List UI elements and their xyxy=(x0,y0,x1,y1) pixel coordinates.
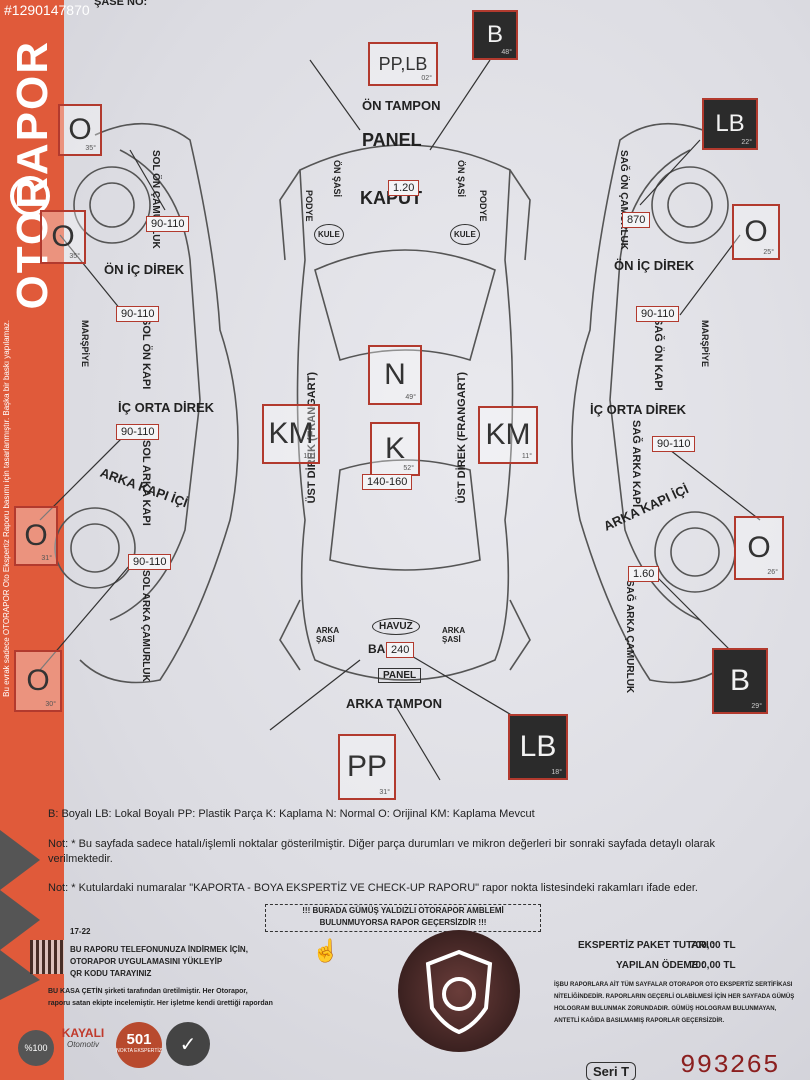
part-panel-rear: PANEL xyxy=(378,668,422,683)
hologram-line-2: BULUNMUYORSA RAPOR GEÇERSİZDİR !!! xyxy=(319,918,487,927)
micron-roof: 140-160 xyxy=(362,474,413,490)
cert-line-2: NİTELİĞİNDEDİR. RAPORLARIN GEÇERLİ OLABİ… xyxy=(554,994,795,1000)
cert-line-1: İŞBU RAPORLARA AİT TÜM SAYFALAR OTORAPOR… xyxy=(554,982,793,988)
micron-rf-door: 90-110 xyxy=(636,306,680,322)
qr-version: 17-22 xyxy=(70,927,91,936)
micron-lr-fender: 90-110 xyxy=(128,554,172,570)
micron-lf-fender: 90-110 xyxy=(146,216,190,232)
badge-501-sub: NOKTA EKSPERTİZ xyxy=(116,1048,162,1054)
paid-value: 700,00 TL xyxy=(690,960,736,971)
legend: B: Boyalı LB: Lokal Boyalı PP: Plastik P… xyxy=(48,808,535,820)
badge-100: %100 xyxy=(18,1030,54,1066)
hologram-line-1: !!! BURADA GÜMÜŞ YALDIZLI OTORAPOR AMBLE… xyxy=(302,906,504,915)
footer-small-1: BU KASA ÇETİN şirketi tarafından üretilm… xyxy=(48,988,248,995)
part-podye-left: PODYE xyxy=(304,190,314,222)
paid-label: YAPILAN ÖDEME : xyxy=(616,960,705,971)
part-ic-orta-direk-right: İÇ ORTA DİREK xyxy=(590,402,687,417)
qr-line-3: QR KODU TARAYINIZ xyxy=(70,969,152,978)
part-sol-on-kapi: SOL ÖN KAPI xyxy=(140,318,152,390)
micron-rr-door: 90-110 xyxy=(652,436,696,452)
part-marspiye-right: MARŞPİYE xyxy=(700,320,710,368)
serial-number: 993265 xyxy=(680,1050,780,1080)
part-ic-orta-direk-left: İÇ ORTA DİREK xyxy=(118,400,215,415)
part-kule-right: KULE xyxy=(450,224,480,245)
part-sag-on-camurluk: SAĞ ÖN ÇAMURLUK xyxy=(618,150,629,250)
chassis-label: ŞASE NO: xyxy=(94,0,148,8)
part-arka-sasi-left: ARKA ŞASİ xyxy=(316,626,339,644)
part-sag-arka-camurluk: SAĞ ARKA ÇAMURLUK xyxy=(624,580,635,694)
part-on-ic-direk-right: ÖN İÇ DİREK xyxy=(614,258,695,273)
part-on-sasi-left: ÖN ŞASİ xyxy=(332,160,342,198)
part-marspiye-left: MARŞPİYE xyxy=(80,320,90,368)
qr-line-2: OTORAPOR UYGULAMASINI YÜKLEYİP xyxy=(70,957,223,966)
part-on-tampon: ÖN TAMPON xyxy=(362,98,441,113)
note-1a: Not: * Bu sayfada sadece hatalı/işlemli … xyxy=(48,838,716,850)
hologram-warning: !!! BURADA GÜMÜŞ YALDIZLI OTORAPOR AMBLE… xyxy=(265,904,541,932)
part-kule-left: KULE xyxy=(314,224,344,245)
micron-lf-door: 90-110 xyxy=(116,306,160,322)
check-badge-icon: ✓ xyxy=(166,1022,210,1066)
brand-logo-icon xyxy=(10,176,50,216)
hand-pointer-icon: ☝ xyxy=(312,938,340,963)
cert-line-4: ANTETLİ KAĞIDA BASILMAMIŞ RAPORLAR GEÇER… xyxy=(554,1018,725,1024)
chevron-decoration-icon xyxy=(0,820,64,1000)
dealer-name: KAYALI xyxy=(61,1026,105,1040)
part-havuz: HAVUZ xyxy=(372,618,420,635)
cert-line-3: HOLOGRAM BULUNMAK ZORUNDADIR. GÜMÜŞ HOLO… xyxy=(554,1006,777,1012)
note-1b: verilmektedir. xyxy=(48,853,113,865)
part-sag-arka-kapi: SAĞ ARKA KAPI xyxy=(630,420,642,508)
part-panel-front: PANEL xyxy=(362,130,422,150)
qr-line-1: BU RAPORU TELEFONUNUZA İNDİRMEK İÇİN, xyxy=(70,945,248,954)
dealer-sub: Otomotiv xyxy=(66,1040,99,1049)
part-arka-tampon: ARKA TAMPON xyxy=(346,696,443,711)
qr-code-icon xyxy=(30,940,64,974)
badge-501: 501 NOKTA EKSPERTİZ xyxy=(116,1022,162,1068)
package-price-label: EKSPERTİZ PAKET TUTARI : xyxy=(578,940,715,951)
part-on-sasi-right: ÖN ŞASİ xyxy=(456,160,466,198)
part-ust-direk-right: ÜST DİREK (FRANGART) xyxy=(456,372,468,504)
footer-small-2: raporu satan ekipte incelemiştir. Her iş… xyxy=(48,1000,273,1007)
part-podye-right: PODYE xyxy=(478,190,488,222)
badge-501-number: 501 xyxy=(126,1031,152,1048)
micron-rr-fender: 1.60 xyxy=(628,566,660,582)
part-on-ic-direk-left: ÖN İÇ DİREK xyxy=(104,262,185,277)
micron-hood: 1.20 xyxy=(388,180,420,196)
part-sag-on-kapi: SAĞ ÖN KAPI xyxy=(652,318,664,391)
badge-100-label: %100 xyxy=(24,1043,48,1053)
hologram-seal-icon xyxy=(398,930,520,1052)
part-sol-on-camurluk: SOL ÖN ÇAMURLUK xyxy=(150,150,161,249)
part-sol-arka-kapi: SOL ARKA KAPI xyxy=(140,440,152,526)
micron-rf-fender: 870 xyxy=(622,212,651,228)
watermark: #1290147870 xyxy=(4,2,90,18)
part-sol-arka-camurluk: SOL ARKA ÇAMURLUK xyxy=(140,570,151,682)
micron-lr-door: 90-110 xyxy=(116,424,160,440)
part-arka-sasi-right: ARKA ŞASİ xyxy=(442,626,465,644)
micron-trunk: 240 xyxy=(386,642,415,658)
serial-label: Seri T xyxy=(586,1062,637,1080)
dealer-logo: KAYALI Otomotiv xyxy=(56,1026,110,1056)
car-diagram xyxy=(39,59,761,781)
part-bagaj: BA xyxy=(368,642,386,656)
note-2: Not: * Kutulardaki numaralar "KAPORTA - … xyxy=(48,882,698,894)
package-price-value: 700,00 TL xyxy=(690,940,736,951)
